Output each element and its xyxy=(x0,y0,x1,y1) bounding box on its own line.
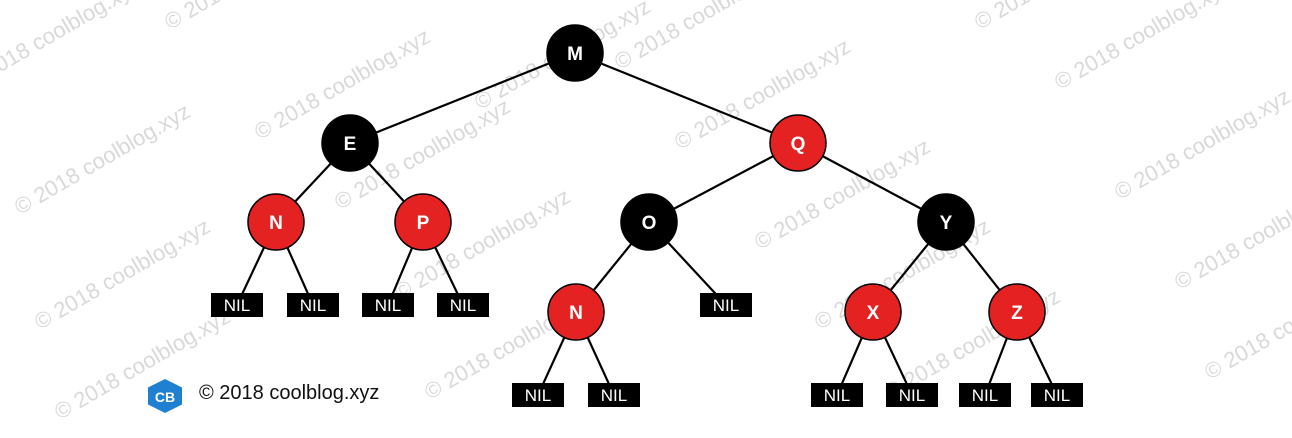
black-node-circle xyxy=(546,24,604,82)
tree-node-z: Z xyxy=(988,283,1046,341)
copyright-text: © 2018 coolblog.xyz xyxy=(199,382,380,404)
nil-leaf: NIL xyxy=(362,293,414,317)
nil-box xyxy=(1031,383,1083,407)
nil-box xyxy=(811,383,863,407)
nil-label: NIL xyxy=(375,296,401,315)
node-label: X xyxy=(867,303,880,324)
watermark-text: © 2018 coolblog.xyz xyxy=(50,303,234,424)
nil-label: NIL xyxy=(450,296,476,315)
tree-node-p: P xyxy=(394,193,452,251)
black-node-circle xyxy=(620,193,678,251)
nil-label: NIL xyxy=(525,386,551,405)
tree-node-y: Y xyxy=(917,193,975,251)
red-node-circle xyxy=(769,114,827,172)
red-node-circle xyxy=(844,283,902,341)
node-label: N xyxy=(269,213,283,234)
red-node-circle xyxy=(394,193,452,251)
watermark-text: © 2018 coolblog.xyz xyxy=(0,0,144,94)
red-node-circle xyxy=(988,283,1046,341)
nil-leaf: NIL xyxy=(959,383,1011,407)
nil-leaf: NIL xyxy=(700,293,752,317)
tree-node-x: X xyxy=(844,283,902,341)
nil-label: NIL xyxy=(1044,386,1070,405)
node-label: N xyxy=(569,303,583,324)
nil-leaf: NIL xyxy=(1031,383,1083,407)
nil-box xyxy=(287,293,339,317)
watermark-text: © 2018 coolblog.xyz xyxy=(160,0,344,34)
red-node-circle xyxy=(247,193,305,251)
nil-leaf: NIL xyxy=(588,383,640,407)
watermark-text: © 2018 coolblog.xyz xyxy=(670,33,854,154)
node-label: O xyxy=(642,213,657,234)
watermark-text: © 2018 coolblog.xyz xyxy=(10,98,194,219)
nil-label: NIL xyxy=(300,296,326,315)
watermark-text: © 2018 coolblog.xyz xyxy=(1200,263,1292,384)
watermark-text: © 2018 coolblog.xyz xyxy=(1170,173,1292,294)
node-label: Y xyxy=(940,213,953,234)
nil-leaf: NIL xyxy=(211,293,263,317)
nil-box xyxy=(512,383,564,407)
nil-leaves: NIL NIL NIL NIL NIL NIL NIL NIL NIL NIL NIL xyxy=(211,293,1083,407)
nil-leaf: NIL xyxy=(287,293,339,317)
nil-label: NIL xyxy=(224,296,250,315)
tree-edge xyxy=(349,51,576,145)
nil-label: NIL xyxy=(972,386,998,405)
nil-label: NIL xyxy=(713,296,739,315)
nil-box xyxy=(362,293,414,317)
nil-leaf: NIL xyxy=(811,383,863,407)
node-label: M xyxy=(567,44,583,65)
node-label: P xyxy=(417,213,430,234)
nil-label: NIL xyxy=(824,386,850,405)
watermark-text: © 2018 coolblog.xyz xyxy=(1050,0,1234,94)
node-label: Z xyxy=(1011,303,1023,324)
tree-node-n1: N xyxy=(247,193,305,251)
nil-box xyxy=(588,383,640,407)
node-label: E xyxy=(344,134,357,155)
tree-node-o: O xyxy=(620,193,678,251)
coolblog-logo-icon: CB xyxy=(148,379,182,413)
tree-node-q: Q xyxy=(769,114,827,172)
tree-node-e: E xyxy=(321,114,379,172)
nil-box xyxy=(211,293,263,317)
nil-box xyxy=(959,383,1011,407)
tree-edge xyxy=(574,51,799,145)
nil-label: NIL xyxy=(601,386,627,405)
node-label: Q xyxy=(791,134,806,155)
black-node-circle xyxy=(321,114,379,172)
red-node-circle xyxy=(547,283,605,341)
watermark-text: © 2018 coolblog.xyz xyxy=(1110,83,1292,204)
nil-leaf: NIL xyxy=(512,383,564,407)
nil-box xyxy=(700,293,752,317)
tree-node-n2: N xyxy=(547,283,605,341)
nil-box xyxy=(886,383,938,407)
nil-label: NIL xyxy=(899,386,925,405)
nil-leaf: NIL xyxy=(437,293,489,317)
logo-letters: CB xyxy=(155,389,175,405)
nil-leaf: NIL xyxy=(886,383,938,407)
black-node-circle xyxy=(917,193,975,251)
nil-box xyxy=(437,293,489,317)
tree-node-m: M xyxy=(546,24,604,82)
tree-nodes: M E Q N P O Y N X Z xyxy=(247,24,1046,341)
watermark-text: © 2018 coolblog.xyz xyxy=(30,213,214,334)
